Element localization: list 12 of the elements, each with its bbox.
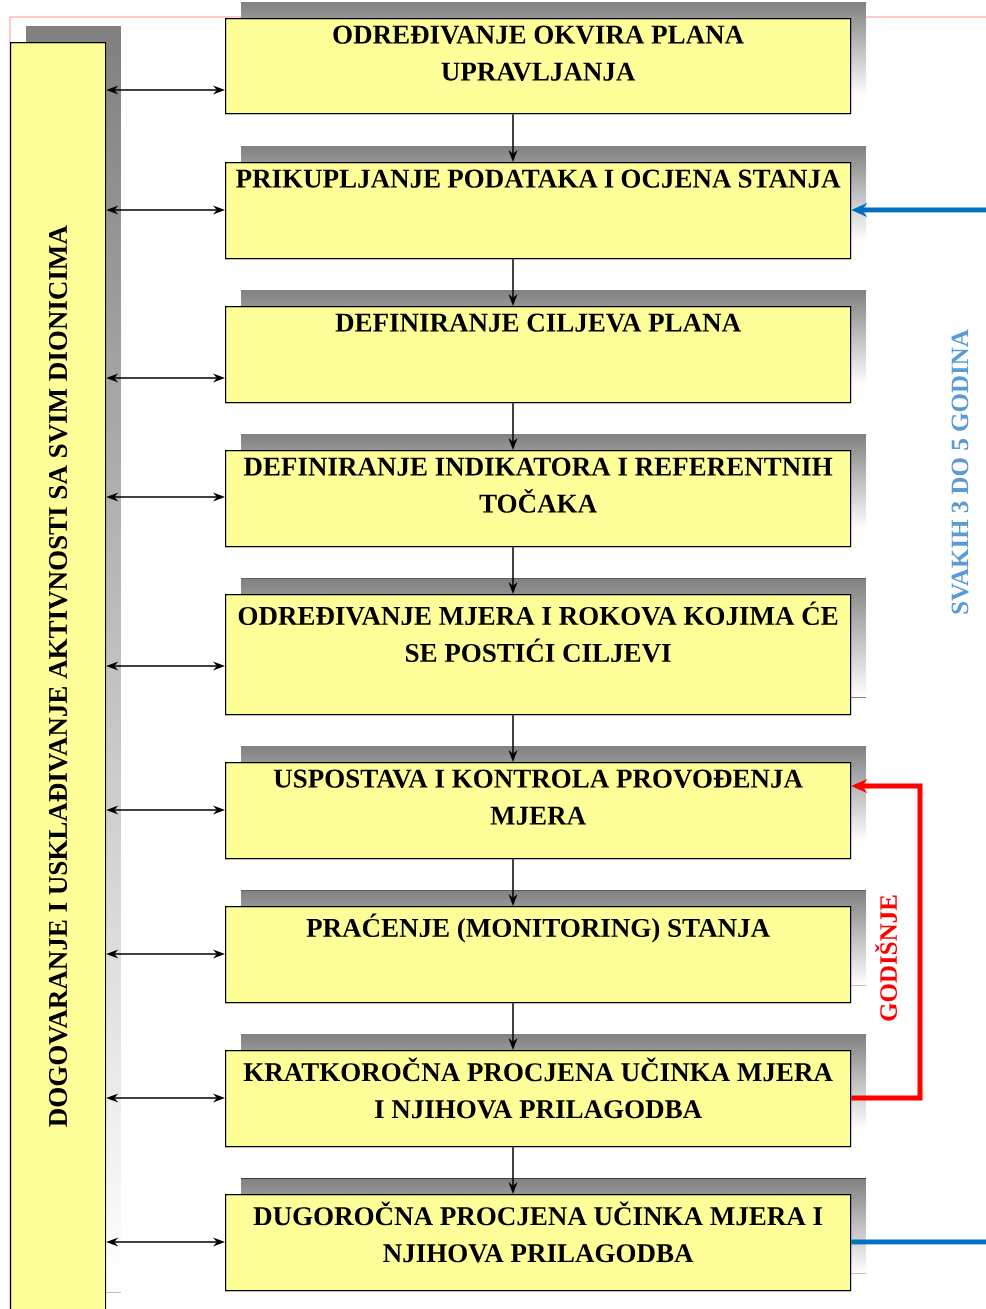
edge-label: GODIŠNJE bbox=[875, 895, 897, 1021]
side-label: SVAKIH 3 DO 5 GODINA bbox=[951, 329, 969, 614]
process-box: ODREĐIVANJE MJERA I ROKOVA KOJIMA ĆE SE POSTIĆI CILJEVI bbox=[225, 594, 852, 716]
side-box: DOGOVARANJE I USKLAĐIVANJE AKTIVNOSTI SA SVIM DIONICIMA bbox=[10, 42, 107, 1309]
process-box: DEFINIRANJE INDIKATORA I REFERENTNIH TOČAKA bbox=[225, 450, 852, 548]
process-box: DUGOROČNA PROCJENA UČINKA MJERA I NJIHOVA PRILAGODBA bbox=[225, 1194, 852, 1292]
process-box: ODREĐIVANJE OKVIRA PLANA UPRAVLJANJA bbox=[225, 18, 852, 115]
process-box: KRATKOROČNA PROCJENA UČINKA MJERA I NJIHOVA PRILAGODBA bbox=[225, 1050, 852, 1148]
process-box: PRAĆENJE (MONITORING) STANJA bbox=[225, 906, 852, 1004]
process-box: DEFINIRANJE CILJEVA PLANA bbox=[225, 306, 852, 404]
process-box: USPOSTAVA I KONTROLA PROVOĐENJA MJERA bbox=[225, 762, 852, 860]
process-box: PRIKUPLJANJE PODATAKA I OCJENA STANJA bbox=[225, 162, 852, 260]
